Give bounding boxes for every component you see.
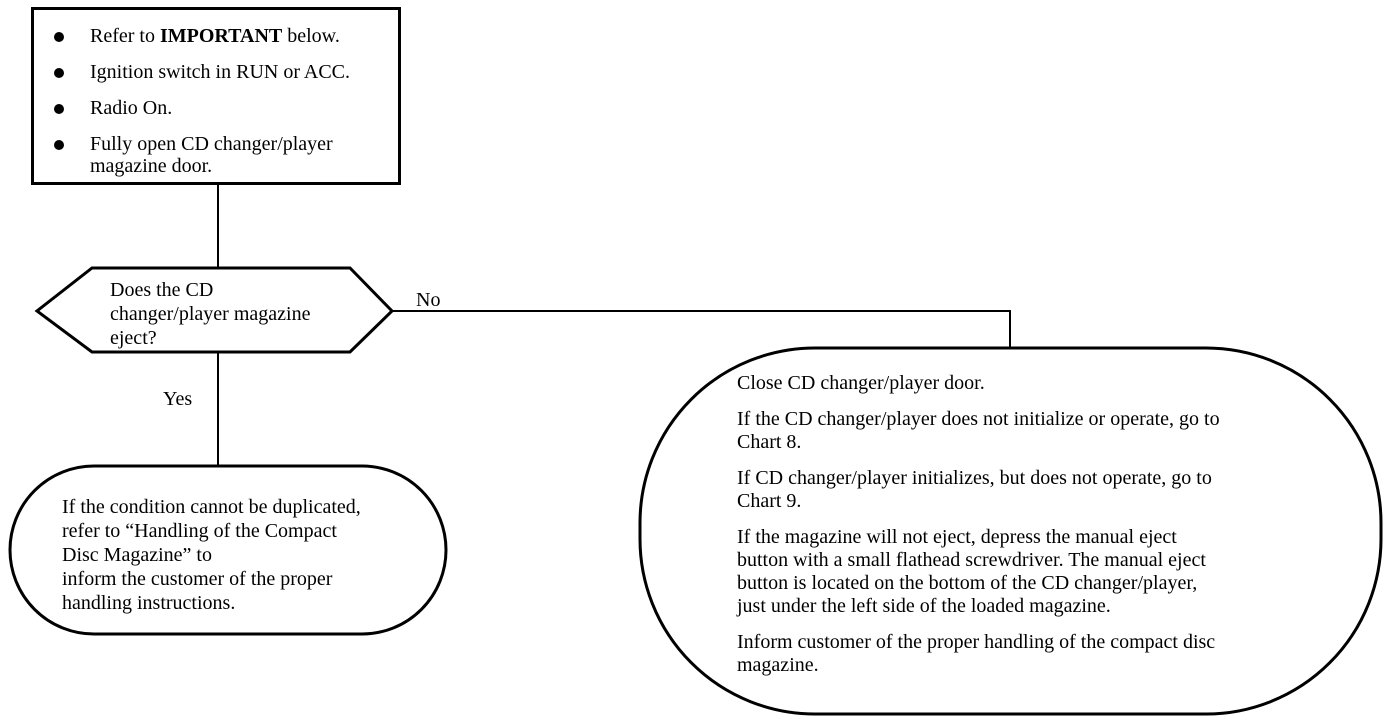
list-item-suffix: below.	[282, 25, 340, 47]
left-terminal-line: handling instructions.	[62, 592, 236, 614]
right-terminal-line: Close CD changer/player door.	[737, 372, 985, 394]
bullet-icon	[54, 68, 64, 78]
left-terminal-line: refer to “Handling of the Compact	[62, 520, 337, 542]
list-item: Fully open CD changer/player magazine do…	[50, 133, 350, 177]
list-item: Ignition switch in RUN or ACC.	[50, 61, 350, 84]
right-terminal-paragraph: If the CD changer/player does not initia…	[737, 408, 1220, 454]
right-terminal-line: just under the left side of the loaded m…	[737, 595, 1111, 617]
left-terminal-line: If the condition cannot be duplicated,	[62, 496, 361, 518]
no-label: No	[416, 289, 441, 311]
list-item-text-line1: Fully open CD changer/player	[90, 133, 333, 155]
left-terminal-text: If the condition cannot be duplicated, r…	[62, 495, 361, 615]
decision-line: Does the CD	[110, 279, 214, 301]
decision-hexagon	[34, 266, 395, 354]
list-item: Refer to IMPORTANT below.	[50, 25, 350, 48]
bullet-icon	[54, 104, 64, 114]
precondition-list: Refer to IMPORTANT below. Ignition switc…	[50, 25, 350, 190]
yes-label: Yes	[163, 388, 193, 410]
right-terminal-paragraph: Close CD changer/player door.	[737, 372, 1220, 395]
bullet-icon	[54, 140, 64, 150]
list-item-bold: IMPORTANT	[159, 25, 283, 47]
right-terminal-line: button with a small flathead screwdriver…	[737, 549, 1206, 571]
start-box: Refer to IMPORTANT below. Ignition switc…	[31, 7, 401, 185]
right-terminal-line: Inform customer of the proper handling o…	[737, 631, 1216, 653]
left-terminal-shape	[8, 464, 448, 636]
right-terminal-line: If CD changer/player initializes, but do…	[737, 467, 1212, 489]
bullet-icon	[54, 32, 64, 42]
list-item-text: Ignition switch in RUN or ACC.	[90, 61, 351, 83]
right-terminal-line: button is located on the bottom of the C…	[737, 572, 1198, 594]
connector-no-branch	[392, 310, 1011, 348]
list-item: Radio On.	[50, 97, 350, 120]
right-terminal-text: Close CD changer/player door. If the CD …	[737, 372, 1220, 690]
left-terminal-line: inform the customer of the proper	[62, 568, 333, 590]
right-terminal-paragraph: If the magazine will not eject, depress …	[737, 526, 1220, 618]
list-item-text-line2: magazine door.	[90, 155, 213, 177]
decision-question: Does the CD changer/player magazine ejec…	[110, 278, 310, 350]
list-item-text: Radio On.	[90, 97, 173, 119]
right-terminal-line: If the CD changer/player does not initia…	[737, 408, 1220, 430]
right-terminal-line: Chart 9.	[737, 490, 802, 512]
list-item-prefix: Refer to	[90, 25, 160, 47]
right-terminal-paragraph: Inform customer of the proper handling o…	[737, 631, 1220, 677]
decision-line: eject?	[110, 327, 157, 349]
decision-line: changer/player magazine	[110, 303, 311, 325]
left-terminal-line: Disc Magazine” to	[62, 544, 212, 566]
right-terminal-shape	[638, 346, 1383, 716]
right-terminal-line: Chart 8.	[737, 431, 802, 453]
right-terminal-line: magazine.	[737, 654, 819, 676]
right-terminal-line: If the magazine will not eject, depress …	[737, 526, 1177, 548]
right-terminal-paragraph: If CD changer/player initializes, but do…	[737, 467, 1220, 513]
